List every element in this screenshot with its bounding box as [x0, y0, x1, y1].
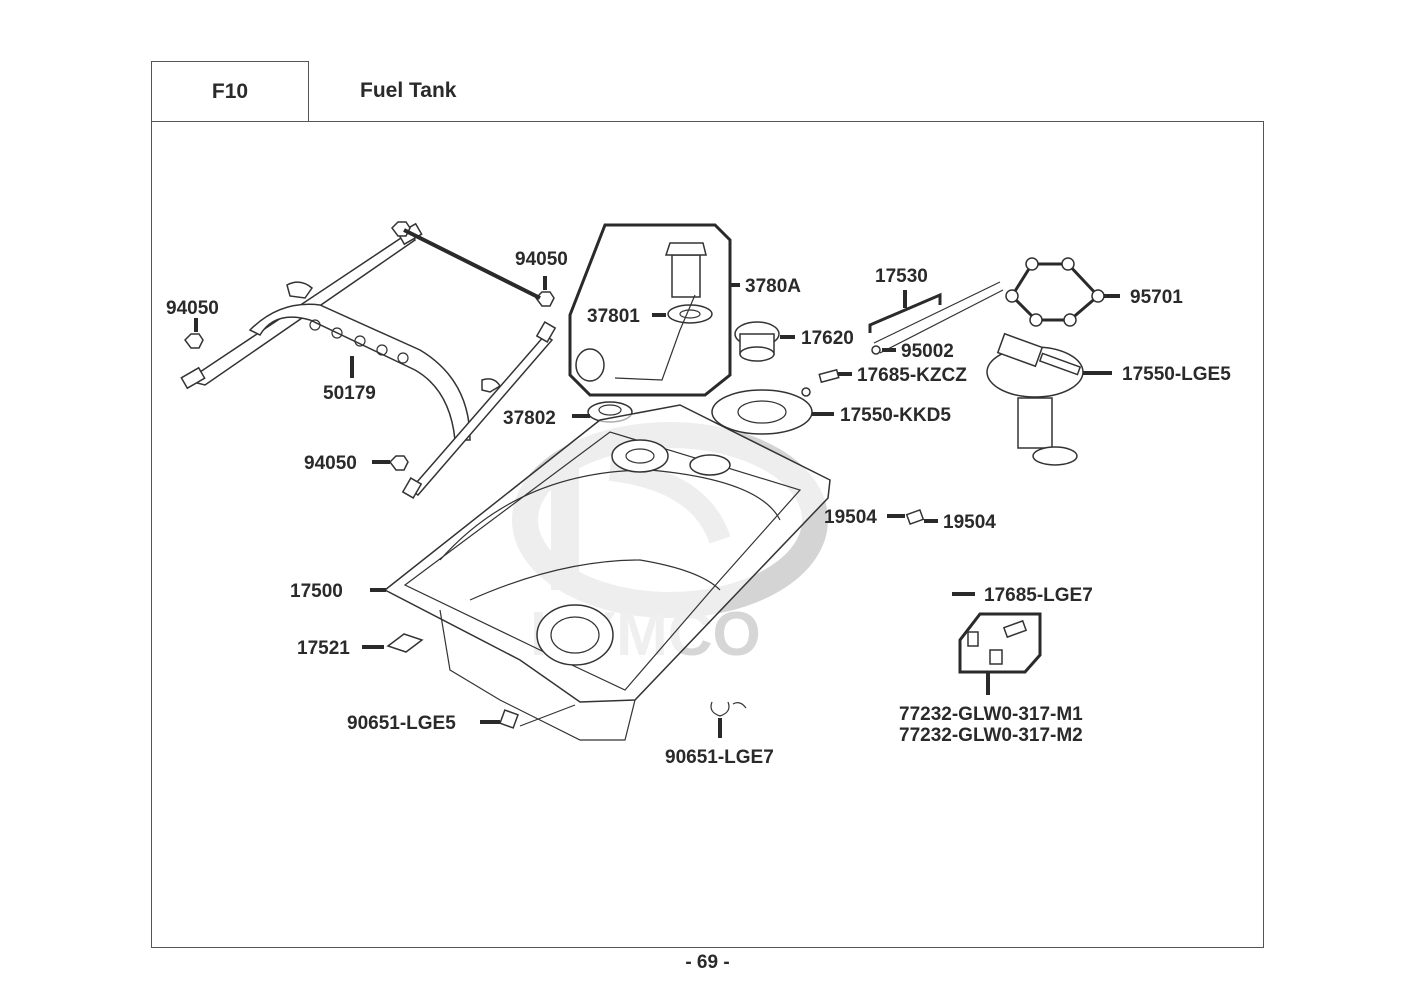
label-37801: 37801 — [587, 306, 640, 327]
filler-cap — [734, 321, 795, 362]
label-94050-bottom: 94050 — [304, 453, 357, 474]
label-77232-m1: 77232-GLW0-317-M1 — [899, 704, 1083, 725]
label-19504-right: 19504 — [943, 512, 996, 533]
clip-lge7 — [710, 701, 747, 738]
label-17550-kkd5: 17550-KKD5 — [840, 405, 951, 426]
fuel-hose — [774, 450, 1126, 720]
label-37802: 37802 — [503, 408, 556, 429]
drain-tube — [868, 281, 1004, 355]
section-code: F10 — [151, 61, 309, 121]
diagram-frame — [151, 121, 1264, 948]
pump-bolt-set — [1005, 257, 1120, 327]
label-77232-m2: 77232-GLW0-317-M2 — [899, 725, 1083, 746]
label-17521: 17521 — [297, 638, 350, 659]
fuel-gauge-assembly — [568, 223, 740, 397]
nut-94050-bottom — [372, 455, 409, 471]
label-94050-top: 94050 — [515, 249, 568, 270]
label-17500: 17500 — [290, 581, 343, 602]
label-94050-left: 94050 — [166, 298, 219, 319]
tank-bracket — [180, 222, 557, 499]
pump-seal-plate — [711, 387, 834, 435]
fuel-tank — [370, 404, 831, 741]
tank-pad — [362, 633, 424, 653]
key-set — [958, 612, 1042, 695]
label-50179: 50179 — [323, 383, 376, 404]
label-90651-lge7: 90651-LGE7 — [665, 747, 774, 768]
label-17550-lge5: 17550-LGE5 — [1122, 364, 1231, 385]
section-title: Fuel Tank — [360, 79, 457, 102]
label-3780A: 3780A — [745, 276, 801, 297]
label-95002: 95002 — [901, 341, 954, 362]
hose-fitting — [818, 368, 852, 384]
label-17685-lge7: 17685-LGE7 — [984, 585, 1093, 606]
label-17620: 17620 — [801, 328, 854, 349]
label-17685-kzcz: 17685-KZCZ — [857, 365, 967, 386]
nut-94050-left — [184, 318, 204, 349]
label-17530: 17530 — [875, 266, 928, 287]
fuel-pump — [986, 332, 1112, 466]
label-95701: 95701 — [1130, 287, 1183, 308]
page-number: - 69 - — [685, 952, 730, 973]
label-19504-left: 19504 — [824, 507, 877, 528]
clip-lge5 — [480, 704, 576, 729]
nut-94050-top — [391, 221, 555, 307]
label-90651-lge5: 90651-LGE5 — [347, 713, 456, 734]
